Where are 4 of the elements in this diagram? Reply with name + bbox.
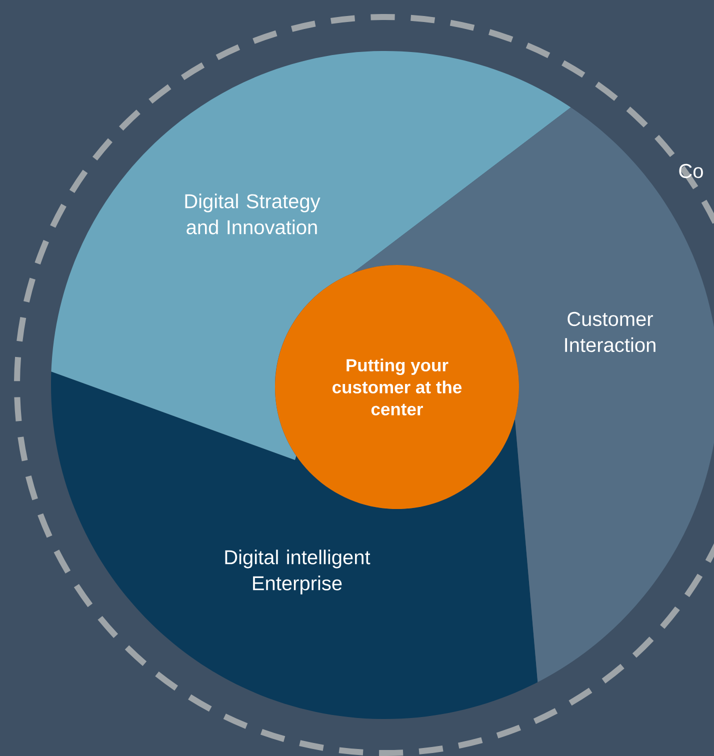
segment-label: Customer Interaction [565,312,656,352]
segment-label: Digital intelligent Enterprise [225,550,370,594]
cut-off-label: Co [679,164,703,178]
segment-label: Digital Strategy and Innovation [185,194,320,234]
